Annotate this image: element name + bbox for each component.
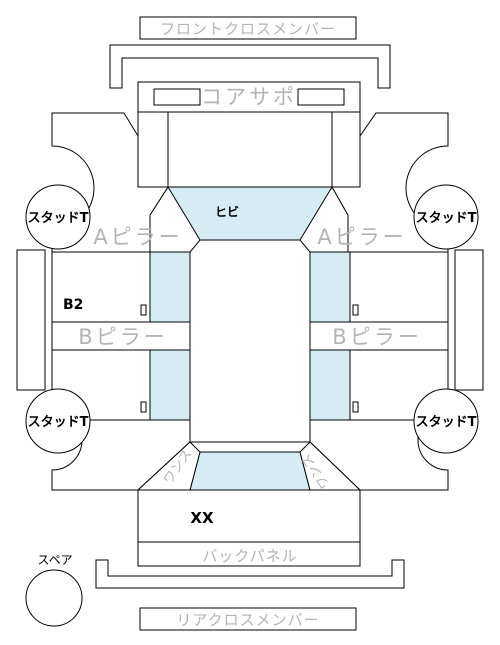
left-front-door-handle <box>140 304 147 316</box>
crack-label: ヒビ <box>215 204 239 219</box>
right-inner-lower-strip <box>309 349 351 421</box>
strut-front-left-circle <box>25 184 91 250</box>
strut-front-left-label: スタッドT <box>28 211 89 226</box>
rear-window-area <box>189 451 311 491</box>
right-rear-door-handle <box>352 401 359 413</box>
strut-front-right: スタッドT <box>413 184 479 250</box>
b-pillar-left-label: Bピラー <box>78 325 167 349</box>
a-pillar-right-label: Aピラー <box>317 225 406 249</box>
spare-label: スペア <box>37 553 72 567</box>
right-inner-upper-strip <box>309 251 351 323</box>
left-rear-door-handle <box>140 401 147 413</box>
cabin-center <box>189 239 311 443</box>
front-cross-member-box <box>139 16 357 40</box>
strut-rear-left: スタッドT <box>25 388 91 454</box>
b-pillar-right-label: Bピラー <box>332 325 421 349</box>
rear-cross-member-bracket <box>95 559 405 589</box>
b-pillar-right-band <box>309 321 449 351</box>
strut-rear-left-circle <box>25 388 91 454</box>
spare-tire-circle <box>25 569 83 627</box>
windshield-crack-area <box>167 186 333 241</box>
xx-damage-label: XX <box>190 509 214 527</box>
strut-front-right-label: スタッドT <box>416 211 477 226</box>
strut-rear-right-label: スタッドT <box>416 415 477 430</box>
rear-cross-member-box <box>139 607 357 631</box>
strut-rear-right-circle <box>413 388 479 454</box>
core-support-left-slot <box>153 88 201 106</box>
b-pillar-left-band <box>51 321 191 351</box>
rear-cross-member-label: リアクロスメンバー <box>176 611 319 629</box>
back-panel-label: バックパネル <box>202 547 297 565</box>
a-pillar-left-label: Aピラー <box>93 225 182 249</box>
strut-rear-left-label: スタッドT <box>28 415 89 430</box>
trunk-floor <box>137 489 361 543</box>
left-side-sill <box>16 249 46 391</box>
front-cross-member-label: フロントクロスメンバー <box>160 20 336 38</box>
b2-damage-label: B2 <box>63 297 83 313</box>
core-support-right-slot <box>297 88 345 106</box>
right-front-door-handle <box>352 304 359 316</box>
strut-front-right-circle <box>413 184 479 250</box>
strut-front-left: スタッドT <box>25 184 91 250</box>
strut-rear-right: スタッドT <box>413 388 479 454</box>
left-inner-lower-strip <box>149 349 191 421</box>
left-inner-upper-strip <box>149 251 191 323</box>
back-panel <box>137 541 361 567</box>
front-cross-member-bracket <box>109 44 391 89</box>
core-support-label: コアサポ <box>201 85 297 109</box>
right-side-sill <box>454 249 484 391</box>
